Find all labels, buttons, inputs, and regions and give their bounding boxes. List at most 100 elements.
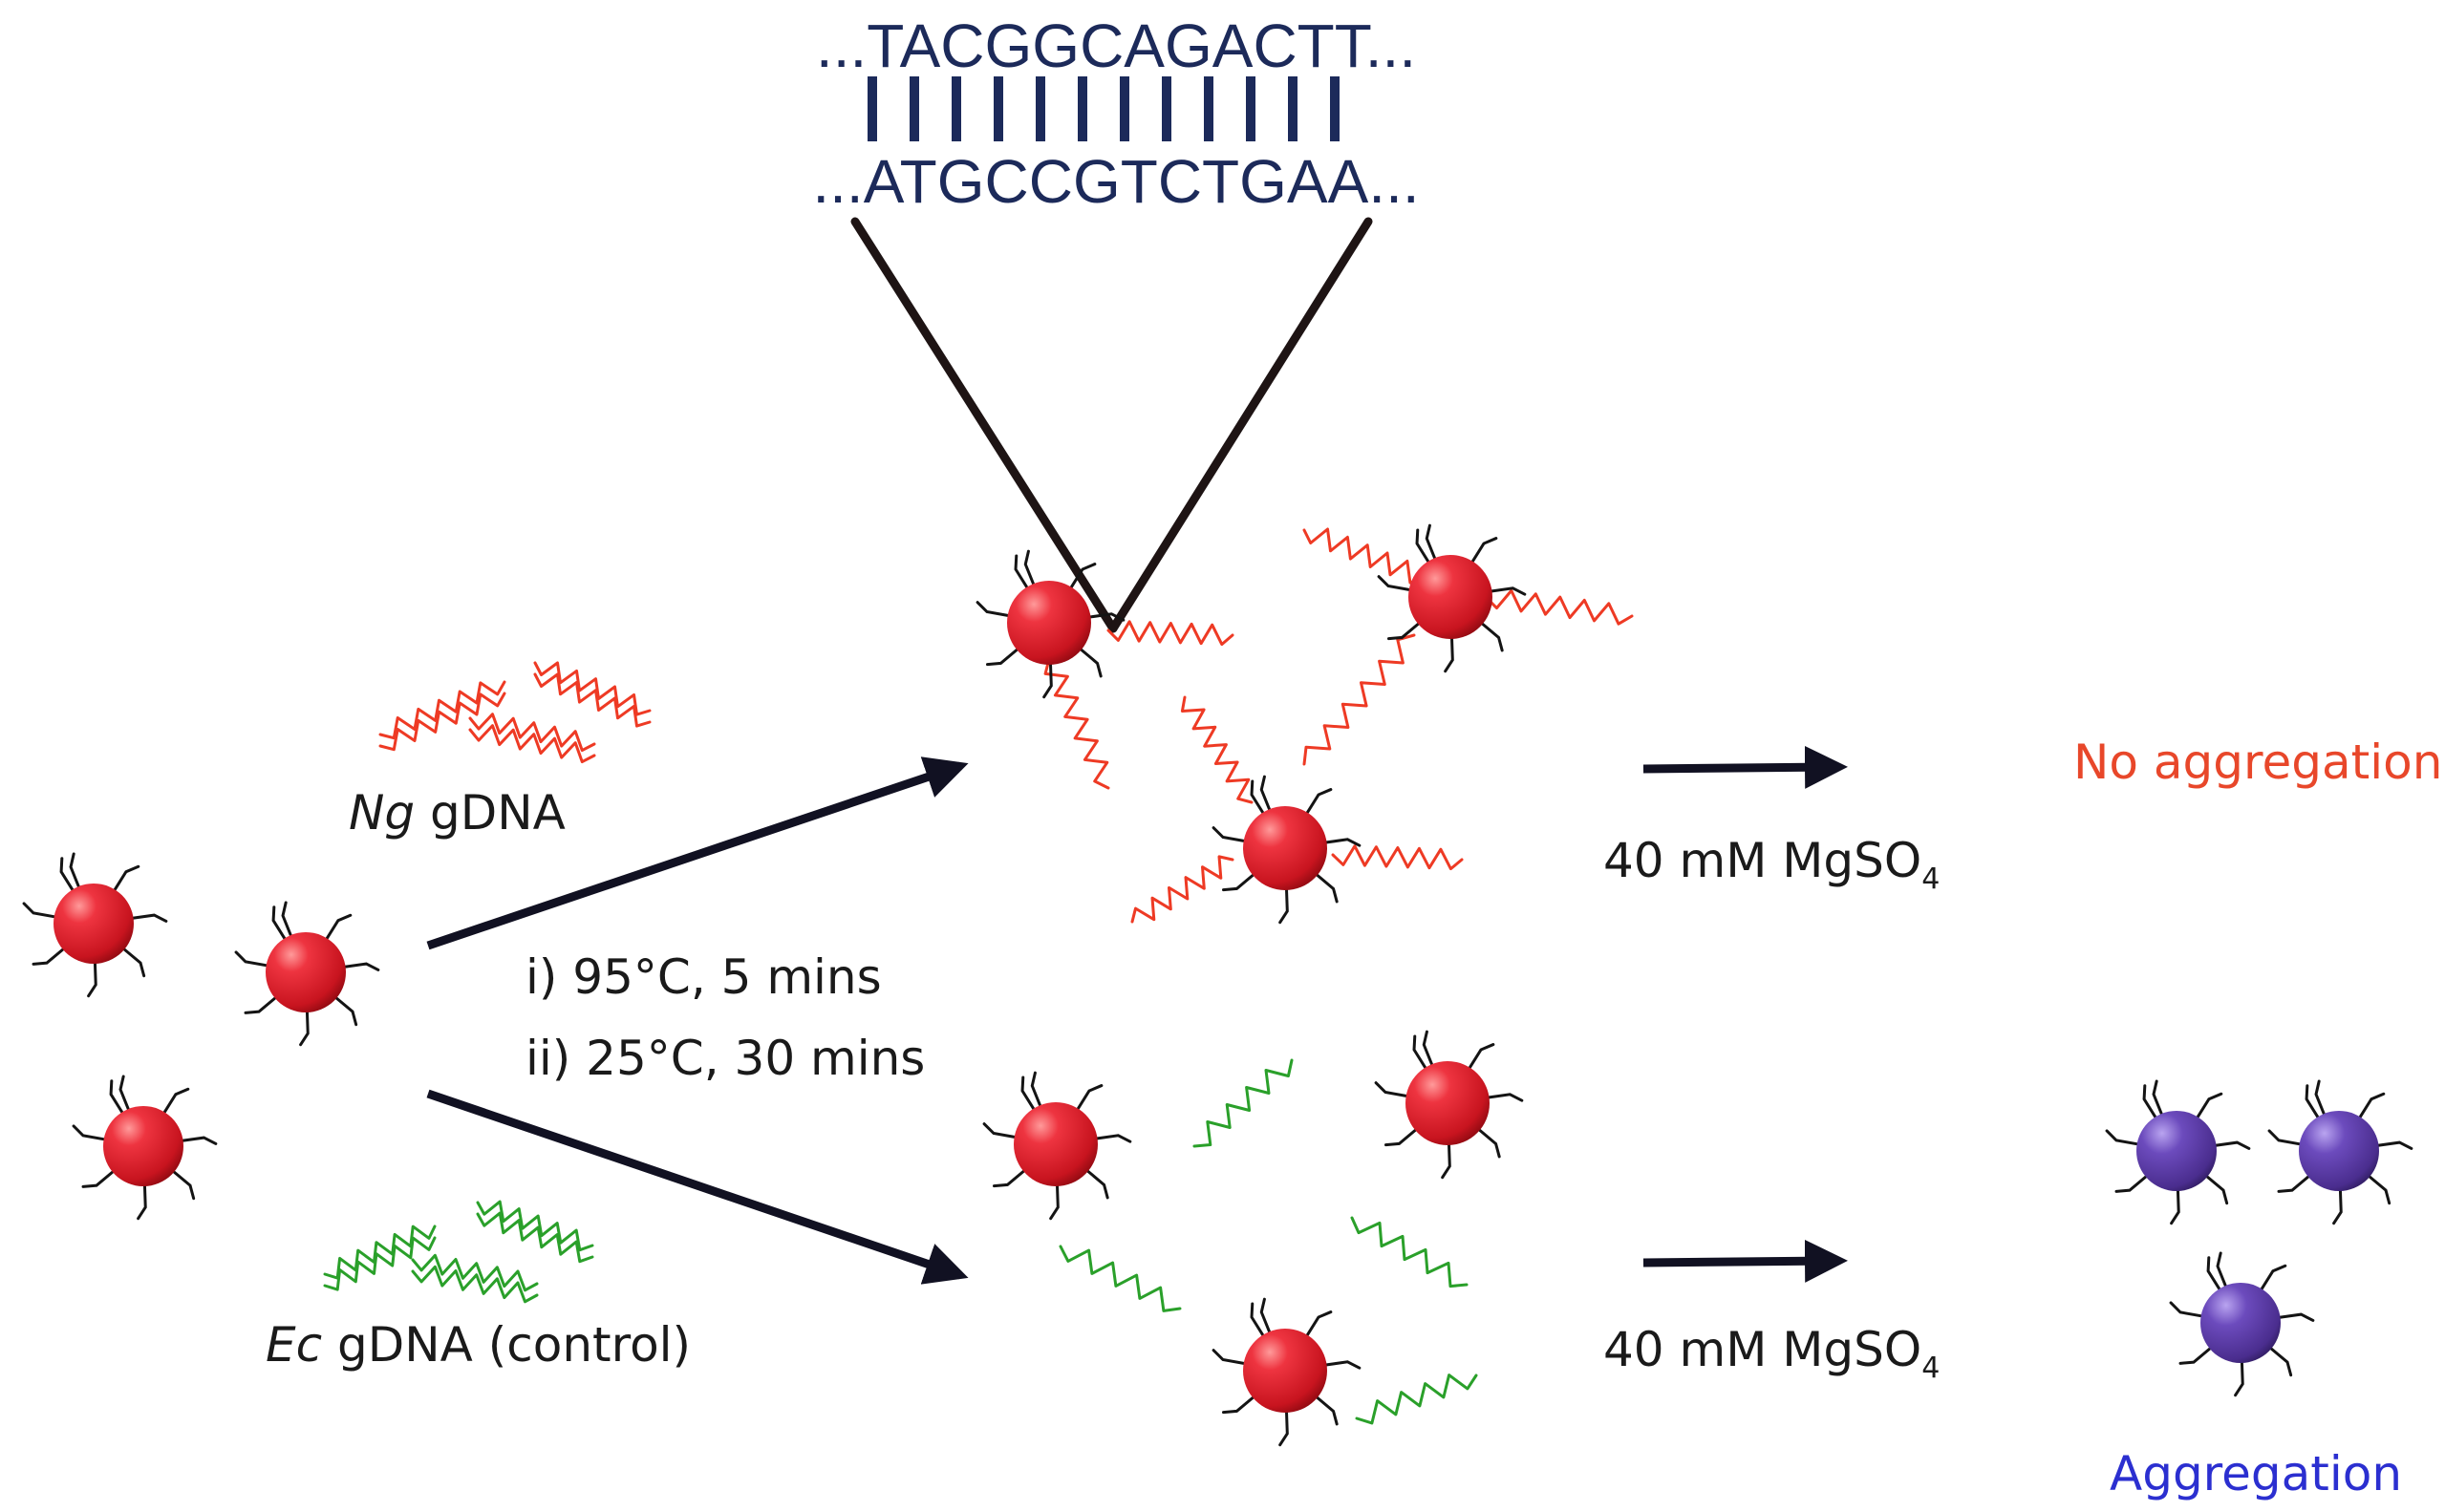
reaction-arrows [426, 745, 1848, 1285]
ligand-arm [1303, 788, 1333, 818]
nanoparticle-sphere [54, 884, 134, 964]
nanoparticle-purple-icon [2267, 1079, 2413, 1225]
mgso4-arrow-top-icon [1642, 745, 1848, 789]
ligand-arm [1042, 659, 1053, 699]
nanoparticle-sphere [1007, 581, 1091, 665]
free-ec-strand-icon [1192, 1058, 1294, 1148]
ligand-arm [2267, 1345, 2293, 1377]
base-pair-bar [994, 76, 1003, 141]
ligand-arm [161, 1087, 190, 1117]
ligand-arm [340, 962, 380, 971]
ng-gdna-strand-icon [378, 680, 506, 740]
ligand-arm [128, 913, 168, 923]
base-pair-bar [1204, 76, 1213, 141]
nanoparticle-red-icon [976, 549, 1126, 699]
ligand-arm [2332, 1186, 2343, 1225]
nanoparticle-sphere [103, 1106, 183, 1186]
ng-gdna-label: Ng gDNA [349, 785, 566, 841]
ligand-arm [1383, 1126, 1420, 1147]
step-2-label: ii) 25°C, 30 mins [525, 1031, 925, 1086]
ligand-arm [2366, 1173, 2391, 1205]
ng-gdna-strand-icon [533, 672, 652, 728]
ligand-arm [1278, 1407, 1289, 1447]
ligand-arm [1049, 1181, 1060, 1221]
ligand-arm [2203, 1173, 2229, 1205]
ligand-arm [178, 1136, 218, 1145]
nanoparticles-layer [22, 523, 2413, 1447]
nanoparticle-red-icon [1212, 1297, 1362, 1447]
ec-gdna-strand-icon [323, 1236, 437, 1291]
ligand-arm [2170, 1186, 2180, 1225]
ligand-arm [234, 950, 271, 968]
ligand-arm [271, 905, 289, 943]
ligand-arm [1475, 1126, 1501, 1159]
ligand-arm [1221, 871, 1257, 892]
ligand-arm [332, 994, 358, 1027]
hybridised-ng-strand-icon [1331, 844, 1464, 871]
base-pair-bar [868, 76, 877, 141]
nanoparticle-red-icon [1212, 775, 1362, 925]
ec-gdna-strand-icon [411, 1253, 539, 1292]
ligand-arm [299, 1008, 310, 1047]
ligand-arm [2216, 1251, 2229, 1290]
nanoparticle-sphere [1014, 1102, 1098, 1186]
ligand-arm [1478, 620, 1504, 652]
base-pair-bar [1246, 76, 1255, 141]
ligand-arm [109, 1079, 126, 1117]
ligand-arm [2114, 1173, 2150, 1193]
ligand-arm [992, 1167, 1028, 1188]
dna-strands-layer [323, 527, 1634, 1425]
ligand-arm [1412, 1034, 1429, 1073]
ligand-arm [1303, 1310, 1333, 1340]
ligand-arm [170, 1168, 196, 1201]
ligand-arm [985, 646, 1021, 667]
ligand-arm [1014, 554, 1031, 592]
ligand-arm [32, 946, 67, 966]
ligand-arm [2105, 1129, 2142, 1146]
nanoparticle-purple-icon [2105, 1079, 2251, 1225]
ligand-arm [1083, 1167, 1109, 1200]
nanoparticle-red-icon [982, 1071, 1132, 1221]
ec-gdna-strand-icon [476, 1200, 594, 1252]
base-pair-bar [910, 76, 919, 141]
ligand-arm [244, 994, 279, 1014]
hybridised-ng-strand-icon [1484, 588, 1634, 626]
ligand-arm [1313, 1394, 1339, 1426]
ligand-arm [59, 857, 76, 894]
base-pair-bar [1036, 76, 1045, 141]
ligand-arm [1092, 1134, 1132, 1143]
ligand-arm [87, 959, 97, 998]
nanoparticle-sphere [1405, 1061, 1490, 1145]
ng-gdna-strand-icon [468, 724, 596, 764]
ligand-arm [1212, 826, 1249, 843]
ligand-arm [69, 852, 82, 891]
nanoparticle-red-icon [1374, 1030, 1524, 1180]
ng-gdna-strand-icon [468, 713, 596, 753]
ligand-arm [2152, 1079, 2165, 1118]
nanoparticle-sphere [1243, 806, 1327, 890]
ec-gdna-strand-icon [411, 1265, 539, 1304]
nanoparticle-sphere [2136, 1111, 2217, 1191]
arrow-to-ec-icon [426, 1089, 969, 1285]
ligand-arm [976, 601, 1013, 618]
ligand-arm [1487, 586, 1527, 596]
ligand-arm [1321, 838, 1362, 847]
ligand-arm [1484, 1093, 1524, 1102]
ligand-arm [1030, 1071, 1043, 1110]
ec-gdna-label: Ec gDNA (control) [266, 1317, 691, 1373]
ligand-arm [2169, 1301, 2206, 1318]
ligand-arm [323, 913, 353, 943]
nanoparticle-sphere [266, 932, 346, 1012]
aggregation-label: Aggregation [2110, 1446, 2402, 1501]
base-pair-bar [952, 76, 961, 141]
hybridised-ng-strand-icon [1180, 695, 1254, 804]
ligand-arm [2211, 1140, 2251, 1150]
ec-gdna-strand-icon [476, 1211, 594, 1264]
ligand-arm [1469, 537, 1498, 566]
nanoparticle-purple-icon [2169, 1251, 2315, 1397]
ligand-arm [111, 864, 140, 894]
ligand-arm [1377, 575, 1414, 592]
ec-gdna-strand-icon [323, 1225, 437, 1280]
zoom-line-left [850, 217, 1118, 633]
zoom-callout-lines [850, 217, 1373, 633]
